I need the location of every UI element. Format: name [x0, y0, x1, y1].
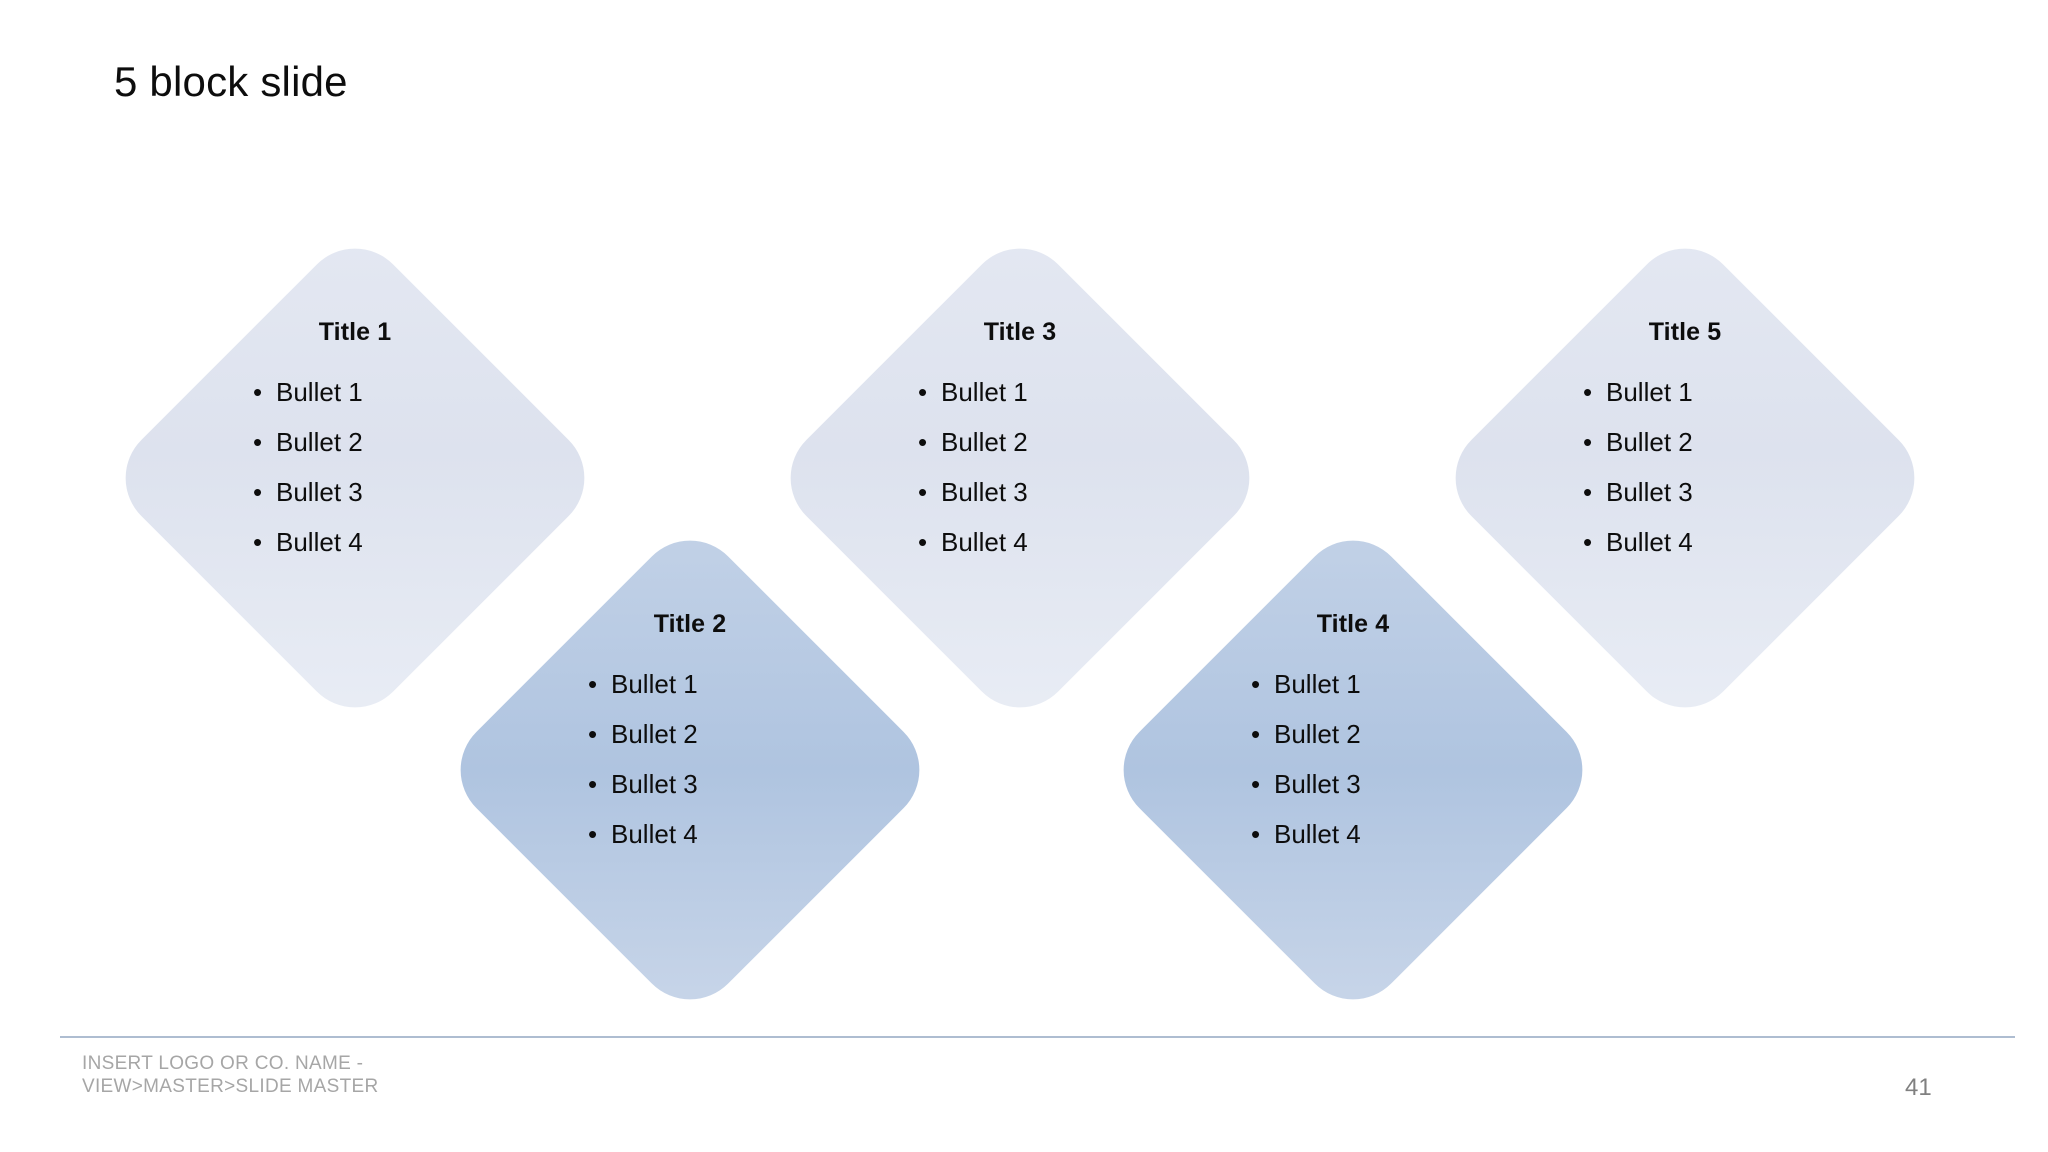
page-number: 41 [1905, 1074, 1932, 1101]
diamond-block-1[interactable] [103, 226, 607, 730]
page-title: 5 block slide [114, 58, 348, 105]
footer-placeholder-text: INSERT LOGO OR CO. NAME - VIEW>MASTER>SL… [82, 1052, 379, 1098]
diamond-block-4[interactable] [1101, 518, 1605, 1022]
diamond-block-3[interactable] [768, 226, 1272, 730]
diamond-block-2[interactable] [438, 518, 942, 1022]
diamond-block-5[interactable] [1433, 226, 1937, 730]
footer-line-2: VIEW>MASTER>SLIDE MASTER [82, 1076, 379, 1097]
footer-line-1: INSERT LOGO OR CO. NAME - [82, 1053, 364, 1074]
footer-divider [60, 1036, 2015, 1038]
